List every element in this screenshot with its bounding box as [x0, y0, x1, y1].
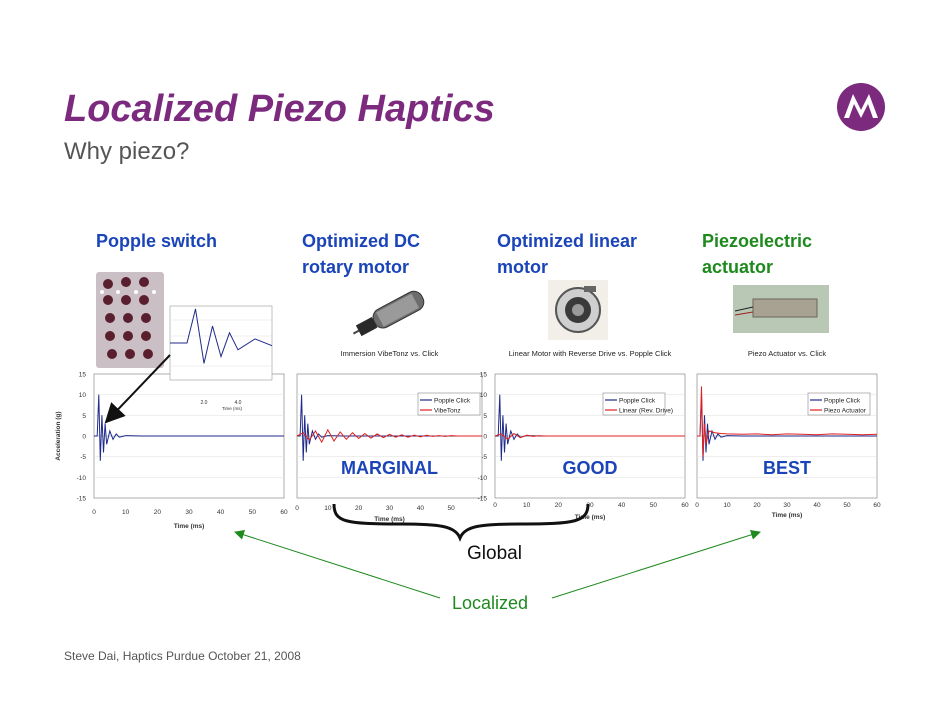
inset-tick-label: 4.0 — [235, 400, 242, 406]
rating-label: GOOD — [562, 458, 617, 478]
y-tick-label: -15 — [478, 496, 488, 503]
heading-line: Optimized linear — [497, 231, 638, 251]
slide-subtitle: Why piezo? — [64, 138, 190, 165]
x-tick-label: 50 — [650, 502, 658, 509]
series-line — [297, 394, 482, 461]
x-tick-label: 40 — [417, 505, 425, 512]
x-tick-label: 40 — [217, 509, 225, 516]
x-tick-label: 30 — [386, 505, 394, 512]
heading-line: Piezoelectric — [702, 231, 813, 251]
dc-rotary-motor-photo — [352, 290, 425, 337]
motorola-logo — [837, 83, 885, 131]
legend-label: Popple Click — [824, 398, 861, 405]
heading-popple-switch: Popple switch — [96, 228, 217, 254]
x-tick-label: 10 — [723, 502, 731, 509]
localized-arrow-right — [551, 529, 761, 599]
chart-title: Piezo Actuator vs. Click — [748, 349, 827, 358]
x-axis-label: Time (ms) — [174, 523, 205, 530]
y-tick-label: 15 — [480, 372, 488, 379]
x-tick-label: 60 — [280, 509, 288, 516]
series-line — [697, 386, 878, 457]
x-tick-label: 10 — [324, 505, 332, 512]
x-tick-label: 0 — [695, 502, 699, 509]
x-tick-label: 20 — [555, 502, 563, 509]
x-tick-label: 40 — [618, 502, 626, 509]
x-tick-label: 60 — [873, 502, 881, 509]
x-tick-label: 0 — [295, 505, 299, 512]
y-tick-label: 0 — [483, 434, 487, 441]
x-tick-label: 50 — [843, 502, 851, 509]
x-tick-label: 30 — [783, 502, 791, 509]
y-tick-label: 5 — [483, 413, 487, 420]
inset-series-line — [170, 308, 273, 364]
x-axis-label: Time (ms) — [772, 512, 803, 519]
x-tick-label: 20 — [355, 505, 363, 512]
x-tick-label: 50 — [448, 505, 456, 512]
heading-dc-rotary-motor: Optimized DC rotary motor — [302, 228, 420, 280]
series-line — [697, 394, 877, 461]
slide-title: Localized Piezo Haptics — [64, 88, 495, 130]
heading-line: Optimized DC — [302, 231, 421, 251]
global-label: Global — [467, 543, 522, 564]
y-tick-label: 10 — [480, 392, 488, 399]
x-tick-label: 50 — [249, 509, 257, 516]
legend-box — [602, 392, 666, 416]
heading-line: rotary motor — [302, 257, 410, 277]
legend-label: VibeTonz — [434, 408, 461, 415]
rating-label: BEST — [763, 458, 811, 478]
x-tick-label: 30 — [586, 502, 594, 509]
y-tick-label: 5 — [82, 413, 86, 420]
piezo-actuator-photo — [733, 285, 829, 333]
series-line — [94, 394, 284, 461]
y-tick-label: -5 — [80, 454, 86, 461]
x-tick-label: 20 — [753, 502, 761, 509]
global-brace — [332, 503, 590, 542]
localized-arrow-left — [234, 529, 441, 599]
legend-label: Popple Click — [434, 398, 471, 405]
x-tick-label: 40 — [813, 502, 821, 509]
legend-label: Popple Click — [619, 398, 656, 405]
heading-piezo-actuator: Piezoelectric actuator — [702, 228, 812, 280]
footer-text: Steve Dai, Haptics Purdue October 21, 20… — [64, 649, 301, 663]
popple-switch-photo — [96, 272, 164, 368]
rating-label: MARGINAL — [341, 458, 438, 478]
x-tick-label: 0 — [92, 509, 96, 516]
legend-label: Piezo Actuator — [824, 408, 867, 415]
inset-tick-label: 2.0 — [201, 400, 208, 406]
heading-linear-motor: Optimized linear motor — [497, 228, 637, 280]
heading-line: Popple switch — [96, 231, 218, 251]
legend-label: Linear (Rev. Drive) — [619, 408, 673, 415]
chart-title: Linear Motor with Reverse Drive vs. Popp… — [509, 349, 672, 358]
x-tick-label: 10 — [122, 509, 130, 516]
localized-label: Localized — [452, 593, 529, 613]
inset-pointer-arrow — [104, 354, 171, 424]
x-tick-label: 60 — [681, 502, 689, 509]
y-tick-label: 15 — [79, 372, 87, 379]
y-tick-label: 0 — [82, 434, 86, 441]
y-tick-label: -15 — [77, 496, 87, 503]
x-tick-label: 20 — [154, 509, 162, 516]
y-axis-label: Acceleration (g) — [55, 411, 62, 460]
series-line — [296, 428, 482, 444]
inset-axis-label: Time (ms) — [222, 406, 243, 411]
y-tick-label: -5 — [481, 454, 487, 461]
x-tick-label: 10 — [523, 502, 531, 509]
x-tick-label: 30 — [185, 509, 193, 516]
chart-title: Immersion VibeTonz vs. Click — [341, 349, 439, 358]
heading-line: motor — [497, 257, 548, 277]
legend-box — [807, 392, 871, 416]
x-tick-label: 0 — [493, 502, 497, 509]
y-tick-label: -10 — [478, 475, 488, 482]
linear-motor-photo — [548, 280, 608, 340]
legend-box — [417, 392, 481, 416]
heading-line: actuator — [702, 257, 774, 277]
series-line — [494, 432, 685, 440]
x-axis-label: Time (ms) — [374, 516, 405, 523]
y-tick-label: 10 — [79, 392, 87, 399]
y-tick-label: -10 — [77, 475, 87, 482]
x-axis-label: Time (ms) — [575, 514, 606, 521]
